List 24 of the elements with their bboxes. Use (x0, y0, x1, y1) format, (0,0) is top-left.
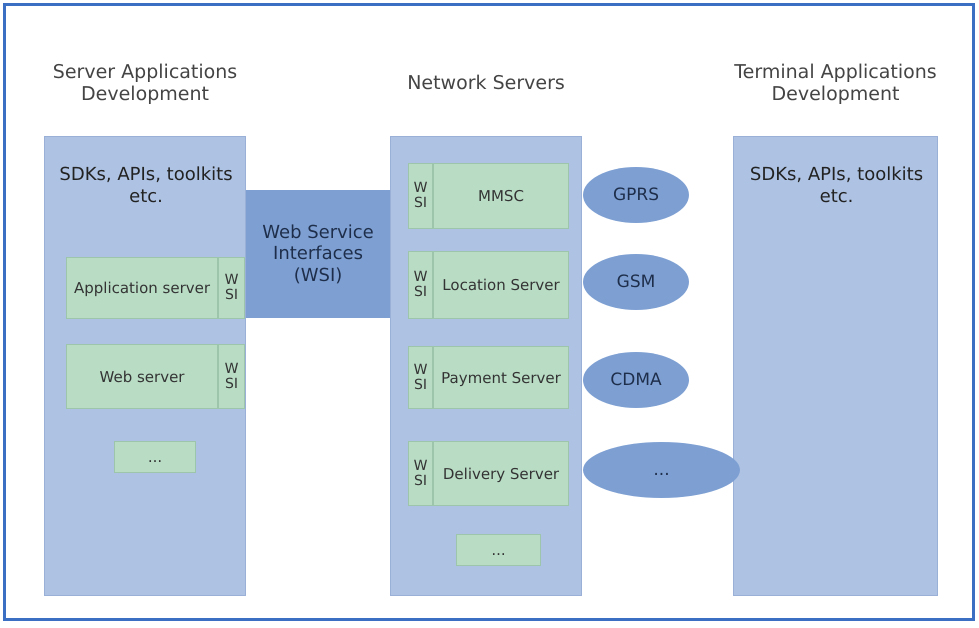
server-box: ... (114, 441, 196, 473)
column-heading: Server Applications Development (52, 60, 238, 107)
server-box: MMSC (433, 163, 569, 229)
server-box: Location Server (433, 251, 569, 319)
column-heading: Terminal Applications Development (733, 60, 938, 107)
interface-strip: WSI (408, 251, 433, 319)
server-box: ... (456, 534, 541, 566)
panel-text: SDKs, APIs, toolkits etc. (58, 163, 234, 209)
network-oval: CDMA (583, 352, 689, 408)
interface-strip: WSI (408, 163, 433, 229)
interface-strip: WSI (218, 257, 245, 319)
interface-strip: WSI (408, 441, 433, 506)
network-oval: ... (583, 442, 740, 498)
interface-box: Web Service Interfaces (WSI) (246, 190, 390, 318)
server-box: Delivery Server (433, 441, 569, 506)
server-box: Web server (66, 344, 218, 409)
column-heading: Network Servers (406, 71, 566, 96)
server-box: Payment Server (433, 346, 569, 409)
interface-strip: WSI (218, 344, 245, 409)
server-box: Application server (66, 257, 218, 319)
network-oval: GSM (583, 254, 689, 310)
interface-strip: WSI (408, 346, 433, 409)
network-oval: GPRS (583, 167, 689, 223)
panel-text: SDKs, APIs, toolkits etc. (748, 163, 924, 209)
